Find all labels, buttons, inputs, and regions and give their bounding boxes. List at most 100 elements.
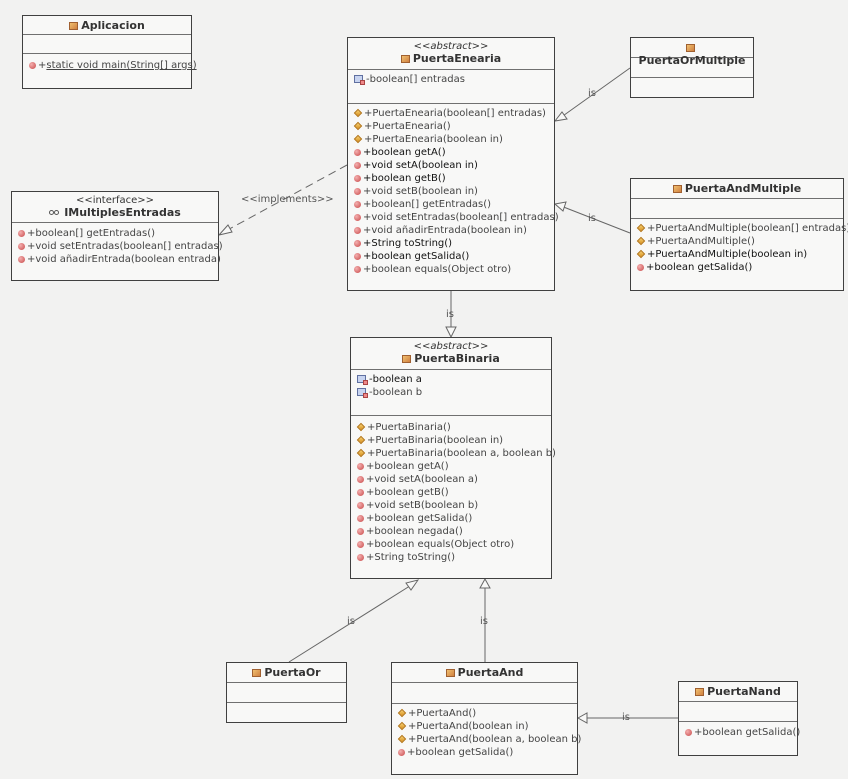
class-header: <<abstract>> PuertaBinaria — [351, 338, 551, 370]
class-name: PuertaNand — [707, 685, 781, 698]
public-method-icon — [18, 255, 25, 263]
public-method-icon — [357, 540, 364, 548]
class-icon — [695, 688, 705, 696]
operations-section: +PuertaEnearia(boolean[] entradas) +Puer… — [348, 104, 559, 279]
class-name: PuertaOrMultiple — [638, 54, 746, 67]
public-method-icon — [18, 242, 25, 250]
class-puertaormultiple[interactable]: PuertaOrMultiple — [630, 37, 754, 98]
public-method-icon — [685, 728, 692, 736]
interface-icon — [49, 209, 61, 216]
constructor-icon — [356, 422, 366, 432]
operations-section: +boolean getSalida() — [679, 722, 800, 742]
class-header: <<interface>> IMultiplesEntradas — [12, 192, 218, 223]
operations-section: +PuertaBinaria() +PuertaBinaria(boolean … — [351, 416, 556, 567]
attributes-section — [227, 683, 346, 703]
public-method-icon — [398, 748, 405, 756]
is-label-or-multiple: is — [588, 88, 596, 99]
class-name: PuertaBinaria — [414, 352, 500, 365]
public-method-icon — [357, 501, 364, 509]
generalization-arrowhead-binaria — [445, 326, 457, 339]
constructor-icon — [353, 108, 363, 118]
class-name: PuertaEnearia — [412, 52, 502, 65]
operations-section: +static void main(String[] args) — [23, 54, 197, 75]
constructor-icon — [397, 721, 407, 731]
public-method-icon — [354, 265, 361, 273]
class-puertabinaria[interactable]: <<abstract>> PuertaBinaria -boolean a -b… — [350, 337, 556, 579]
class-header: PuertaAndMultiple — [631, 179, 843, 199]
constructor-icon — [636, 236, 646, 246]
public-method-icon — [357, 553, 364, 561]
public-method-icon — [354, 252, 361, 260]
generalization-arrowhead-nand — [576, 712, 588, 724]
private-field-icon — [357, 375, 368, 385]
class-name: Aplicacion — [81, 19, 145, 32]
class-puertaenearia[interactable]: <<abstract>> PuertaEnearia -boolean[] en… — [347, 37, 559, 291]
class-header: PuertaNand — [679, 682, 797, 702]
operations-section: +PuertaAndMultiple(boolean[] entradas) +… — [631, 219, 848, 277]
operations-section — [227, 703, 346, 722]
public-method-icon — [354, 226, 361, 234]
public-method-icon — [29, 61, 36, 69]
class-puertanand[interactable]: PuertaNand +boolean getSalida() — [678, 681, 800, 756]
attributes-section — [392, 683, 577, 704]
is-label-nand: is — [622, 712, 630, 723]
generalization-arrowhead-or — [405, 579, 420, 591]
class-puertaand[interactable]: PuertaAnd +PuertaAnd() +PuertaAnd(boolea… — [391, 662, 581, 775]
stereotype: <<interface>> — [75, 195, 155, 206]
operations-section: +boolean[] getEntradas() +void setEntrad… — [12, 223, 223, 269]
class-icon — [672, 185, 682, 193]
class-puertaandmultiple[interactable]: PuertaAndMultiple +PuertaAndMultiple(boo… — [630, 178, 848, 291]
public-method-icon — [354, 239, 361, 247]
constructor-icon — [353, 134, 363, 144]
class-puertaor[interactable]: PuertaOr — [226, 662, 347, 723]
generalization-arrowhead-and — [479, 577, 491, 589]
constructor-icon — [353, 121, 363, 131]
method-main: static void main(String[] args) — [46, 60, 197, 71]
attributes-section — [23, 35, 191, 54]
class-icon — [252, 669, 262, 677]
private-field-icon — [354, 75, 365, 85]
class-icon — [69, 22, 79, 30]
public-method-icon — [354, 148, 361, 156]
is-label-binaria: is — [446, 309, 454, 320]
implements-label: <<implements>> — [241, 194, 334, 205]
public-method-icon — [357, 475, 364, 483]
constructor-icon — [397, 708, 407, 718]
class-name: IMultiplesEntradas — [64, 206, 181, 219]
interface-imultiplesentradas[interactable]: <<interface>> IMultiplesEntradas +boolea… — [11, 191, 223, 281]
implements-arrowhead — [217, 224, 233, 236]
generalization-arrowhead-or-multiple — [553, 111, 568, 122]
constructor-icon — [356, 448, 366, 458]
class-aplicacion[interactable]: Aplicacion +static void main(String[] ar… — [22, 15, 197, 89]
attributes-section — [631, 58, 753, 78]
is-label-and: is — [480, 616, 488, 627]
is-label-or: is — [347, 616, 355, 627]
stereotype: <<abstract>> — [413, 41, 489, 52]
class-icon — [686, 44, 695, 52]
class-name: PuertaOr — [264, 666, 321, 679]
class-header: PuertaAnd — [392, 663, 577, 683]
is-label-and-multiple: is — [588, 213, 596, 224]
attributes-section: -boolean[] entradas — [348, 70, 554, 104]
public-method-icon — [18, 229, 25, 237]
public-method-icon — [637, 263, 644, 271]
public-method-icon — [357, 514, 364, 522]
class-header: PuertaOrMultiple — [631, 38, 753, 67]
public-method-icon — [357, 462, 364, 470]
generalization-arrowhead-and-multiple — [553, 201, 567, 212]
attributes-section — [631, 199, 843, 219]
constructor-icon — [636, 223, 646, 233]
class-name: PuertaAnd — [457, 666, 524, 679]
public-method-icon — [354, 187, 361, 195]
constructor-icon — [397, 734, 407, 744]
class-header: Aplicacion — [23, 16, 191, 35]
public-method-icon — [357, 527, 364, 535]
stereotype: <<abstract>> — [413, 341, 489, 352]
class-icon — [402, 355, 412, 363]
class-icon — [445, 669, 455, 677]
constructor-icon — [356, 435, 366, 445]
public-method-icon — [354, 174, 361, 182]
attributes-section: -boolean a -boolean b — [351, 370, 551, 416]
public-method-icon — [354, 200, 361, 208]
private-field-icon — [357, 388, 368, 398]
